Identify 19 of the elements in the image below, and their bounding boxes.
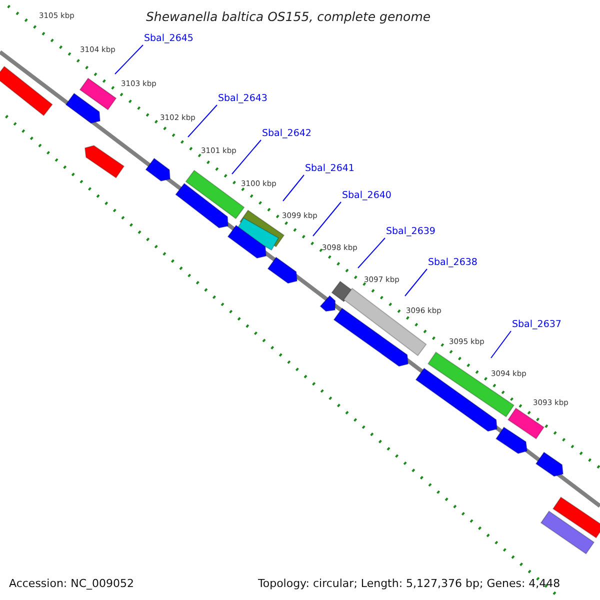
- leader-line: [312, 202, 342, 236]
- leader-line: [404, 268, 428, 296]
- info-text: Accession: NC_009052: [9, 578, 134, 589]
- gene-label: Sbal_2642: [262, 129, 312, 138]
- leader-line: [358, 238, 386, 268]
- gene-label: Sbal_2645: [144, 34, 194, 44]
- gene-label: Sbal_2638: [428, 258, 478, 268]
- leader-line: [232, 140, 262, 174]
- title: Shewanella baltica OS155, complete genome: [146, 11, 431, 24]
- gene-label: Sbal_2641: [305, 164, 354, 174]
- gene-label: Sbal_2637: [512, 320, 562, 330]
- gene-label: Sbal_2640: [342, 191, 392, 200]
- leader-line: [188, 104, 218, 138]
- gene-label: Sbal_2643: [218, 94, 268, 104]
- leader-line: [282, 174, 304, 202]
- leader-line: [490, 330, 512, 358]
- gene-label: Sbal_2639: [386, 227, 436, 236]
- leader-line: [114, 44, 144, 74]
- info-text: Topology: circular; Length: 5,127,376 bp; Genes: 4,448: [258, 578, 560, 589]
